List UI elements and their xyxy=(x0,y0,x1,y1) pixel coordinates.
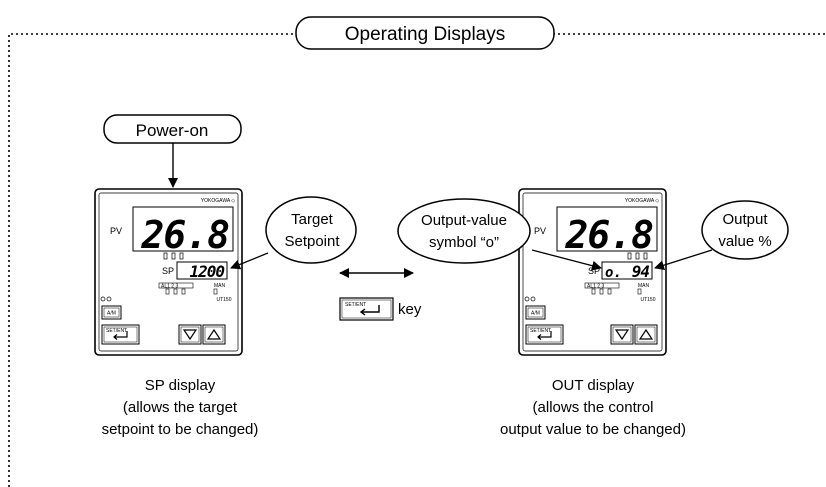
title-box: Operating Displays xyxy=(295,16,555,50)
right-pv-value: 26.8 xyxy=(564,213,653,257)
left-pv-label: PV xyxy=(110,226,122,236)
down-arrow-icon xyxy=(614,329,630,341)
output-value-callout: Output value % xyxy=(654,200,789,271)
left-am-label: A/M xyxy=(107,311,116,317)
right-model-label: UT150 xyxy=(640,297,655,303)
right-pv-window xyxy=(556,206,658,252)
output-value-line1: Output xyxy=(722,211,768,228)
right-caption-line2: (allows the control xyxy=(533,399,654,416)
right-caption-line1: OUT display xyxy=(552,377,635,394)
left-down-button[interactable] xyxy=(178,324,202,345)
enter-icon xyxy=(113,331,128,340)
enter-icon xyxy=(359,305,380,316)
output-value-line2: value % xyxy=(718,233,771,250)
left-pv-value: 26.8 xyxy=(140,213,229,257)
left-sp-window xyxy=(176,261,228,280)
left-sp-value: 1200 xyxy=(189,262,224,281)
setent-key-label: SET/ENT xyxy=(345,302,366,308)
left-up-button[interactable] xyxy=(202,324,226,345)
left-al-label: AL1 2 3 xyxy=(161,284,178,290)
left-status-lamps xyxy=(163,252,184,260)
right-caption: OUT display (allows the control output v… xyxy=(500,377,686,438)
output-symbol-line2: symbol “o” xyxy=(429,234,499,251)
right-pv-label: PV xyxy=(534,226,546,236)
down-arrow-icon xyxy=(182,329,198,341)
right-sp-label: SP xyxy=(588,266,600,276)
left-caption-line1: SP display xyxy=(145,377,216,394)
left-sp-label: SP xyxy=(162,266,174,276)
left-model-label: UT150 xyxy=(216,297,231,303)
left-al-lamps xyxy=(165,288,186,295)
right-controller-panel: YOKOGAWA ◇ PV 26.8 SP o. 94 AL1 2 3 MAN … xyxy=(518,188,667,356)
right-brand: YOKOGAWA ◇ xyxy=(625,198,659,204)
setent-key-icon: SET/ENT xyxy=(339,297,394,321)
target-setpoint-line1: Target xyxy=(291,211,334,228)
right-status-lamps xyxy=(627,252,648,260)
left-setent-label: SET/ENT xyxy=(106,328,127,334)
target-setpoint-callout: Target Setpoint xyxy=(230,196,357,270)
output-symbol-callout: Output-value symbol “o” xyxy=(397,198,602,271)
left-am-button[interactable]: A/M xyxy=(101,305,122,320)
right-down-button[interactable] xyxy=(610,324,634,345)
page-title: Operating Displays xyxy=(345,24,506,45)
left-pv-window xyxy=(132,206,234,252)
left-caption-line2: (allows the target xyxy=(123,399,238,416)
up-arrow-icon xyxy=(206,328,222,340)
output-symbol-line1: Output-value xyxy=(421,212,507,229)
right-out-symbol: o. xyxy=(605,265,622,281)
left-setent-button[interactable]: SET/ENT xyxy=(101,324,140,345)
right-man-label: MAN xyxy=(638,283,650,289)
right-am-label: A/M xyxy=(531,311,540,317)
target-setpoint-line2: Setpoint xyxy=(284,233,340,250)
right-setent-label: SET/ENT xyxy=(530,328,551,334)
up-arrow-icon xyxy=(638,328,654,340)
right-caption-line3: output value to be changed) xyxy=(500,421,686,438)
left-caption: SP display (allows the target setpoint t… xyxy=(102,377,259,438)
right-setent-button[interactable]: SET/ENT xyxy=(525,324,564,345)
left-controller-panel: YOKOGAWA ◇ PV 26.8 SP 1200 AL1 2 3 MAN U… xyxy=(94,188,243,356)
left-brand: YOKOGAWA ◇ xyxy=(201,198,235,204)
right-sp-window xyxy=(601,261,653,280)
key-label: key xyxy=(398,301,422,318)
left-man-label: MAN xyxy=(214,283,226,289)
right-out-value: 94 xyxy=(632,262,650,281)
dotted-frame xyxy=(8,33,826,487)
right-al-lamps xyxy=(591,288,612,295)
enter-icon xyxy=(537,331,552,340)
right-up-button[interactable] xyxy=(634,324,658,345)
power-on-label: Power-on xyxy=(136,121,209,140)
right-al-label: AL1 2 3 xyxy=(587,284,604,290)
power-on-box: Power-on xyxy=(103,114,242,144)
right-am-button[interactable]: A/M xyxy=(525,305,546,320)
left-caption-line3: setpoint to be changed) xyxy=(102,421,259,438)
